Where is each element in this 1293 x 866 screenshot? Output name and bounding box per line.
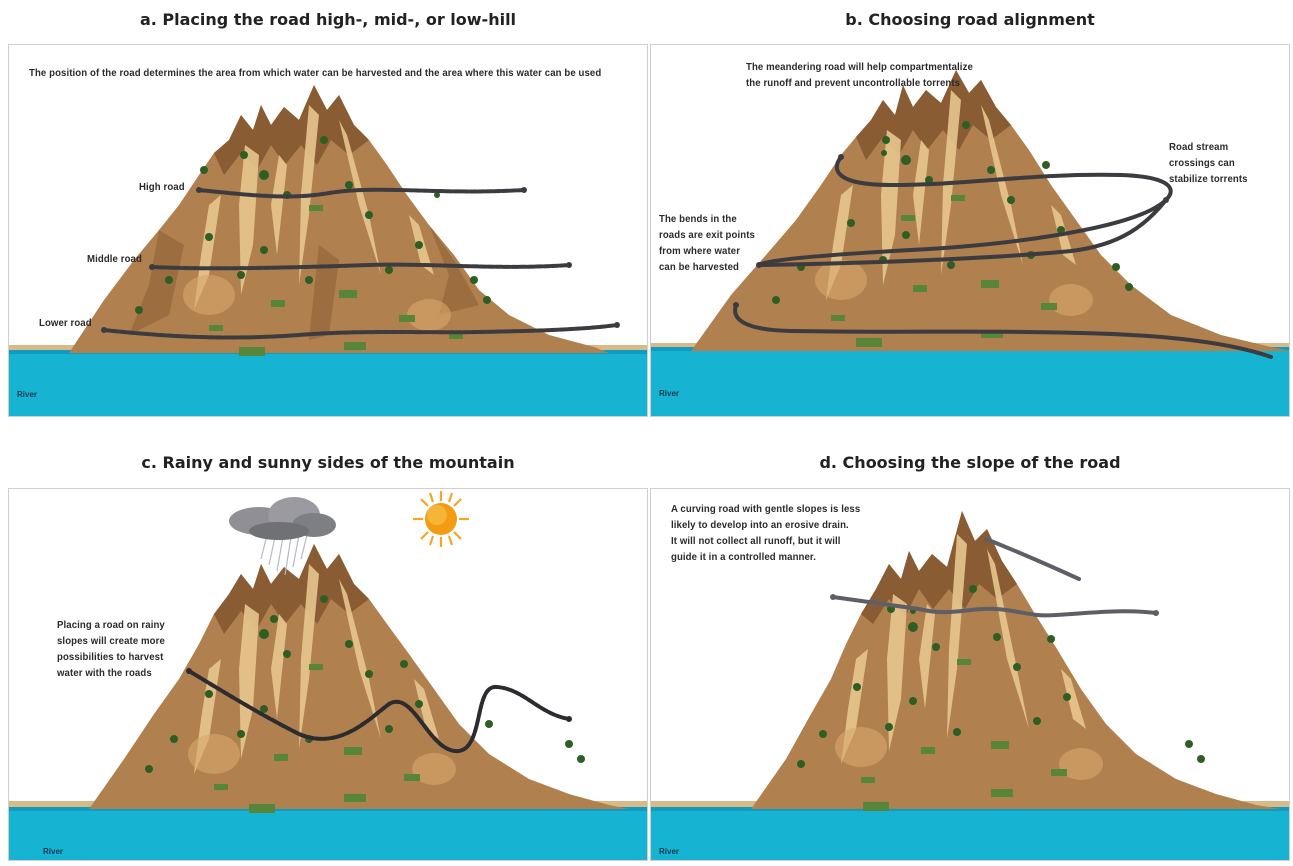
mountain-illustration: [9, 45, 648, 417]
panel-d: A curving road with gentle slopes is les…: [650, 488, 1290, 861]
panel-c-note-4: water with the roads: [57, 665, 152, 682]
panel-c: Placing a road on rainy slopes will crea…: [8, 488, 648, 861]
panel-b-note-right-3: stabilize torrents: [1169, 171, 1248, 188]
panel-b-note-top-1: The meandering road will help compartmen…: [746, 59, 973, 76]
panel-d-note-3: It will not collect all runoff, but it w…: [671, 533, 841, 550]
panel-c-note-1: Placing a road on rainy: [57, 617, 165, 634]
panel-b-title: b. Choosing road alignment: [650, 10, 1290, 29]
river-label: River: [659, 389, 679, 398]
river-label: River: [659, 847, 679, 856]
middle-road-label: Middle road: [87, 251, 142, 268]
panel-d-note-1: A curving road with gentle slopes is les…: [671, 501, 860, 518]
panel-c-note-3: possibilities to harvest: [57, 649, 163, 666]
panel-b-note-left-3: from where water: [659, 243, 740, 260]
panel-b-note-right-1: Road stream: [1169, 139, 1228, 156]
panel-c-title: c. Rainy and sunny sides of the mountain: [8, 453, 648, 472]
panel-b-note-left-2: roads are exit points: [659, 227, 755, 244]
panel-b: The meandering road will help compartmen…: [650, 44, 1290, 417]
panel-a: The position of the road determines the …: [8, 44, 648, 417]
panel-c-note-2: slopes will create more: [57, 633, 165, 650]
panel-b-note-right-2: crossings can: [1169, 155, 1235, 172]
panel-d-note-4: guide it in a controlled manner.: [671, 549, 816, 566]
panel-a-title: a. Placing the road high-, mid-, or low-…: [8, 10, 648, 29]
river-label: River: [43, 847, 63, 856]
panel-a-note: The position of the road determines the …: [29, 65, 629, 82]
sun-icon: [413, 491, 469, 547]
panel-b-note-left-4: can be harvested: [659, 259, 739, 276]
panel-d-note-2: likely to develop into an erosive drain.: [671, 517, 849, 534]
high-road-label: High road: [139, 179, 185, 196]
river-label: River: [17, 390, 37, 399]
panel-d-title: d. Choosing the slope of the road: [650, 453, 1290, 472]
panel-b-note-top-2: the runoff and prevent uncontrollable to…: [746, 75, 960, 92]
lower-road-label: Lower road: [39, 315, 92, 332]
panel-b-note-left-1: The bends in the: [659, 211, 737, 228]
